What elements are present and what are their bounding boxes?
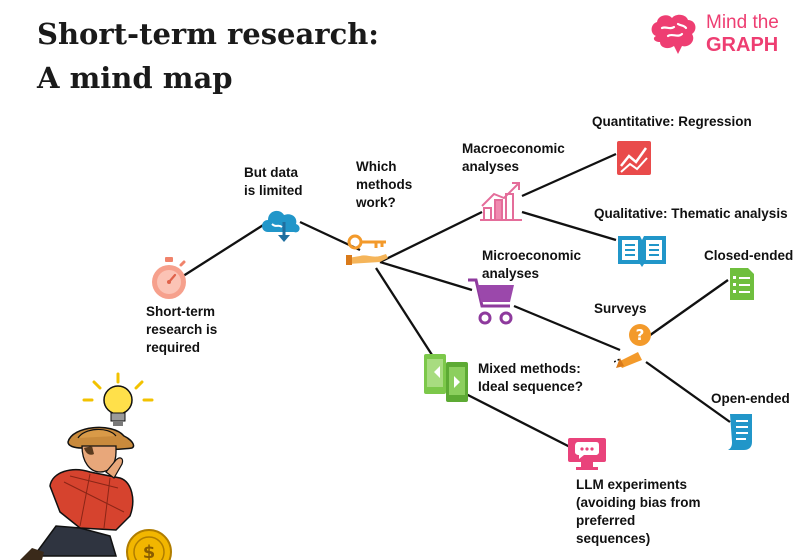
node-llm-experiments: LLM experiments (avoiding bias from pref… <box>576 476 701 548</box>
node-llm-line-3: preferred <box>576 513 636 528</box>
node-data-limited: But data is limited <box>244 164 303 200</box>
node-llm-line-2: (avoiding bias from <box>576 495 701 510</box>
shopping-cart-icon <box>468 278 514 325</box>
node-macro-line-2: analyses <box>462 159 520 174</box>
node-short-term-line-2: research is <box>146 322 218 337</box>
edge-key-macro <box>379 210 483 264</box>
node-open-line-1: Open-ended <box>711 391 790 406</box>
edge-shortterm-data <box>179 221 269 279</box>
node-short-term-research: Short-term research is required <box>146 303 217 357</box>
node-llm-line-4: sequences) <box>576 531 651 546</box>
node-quantitative: Quantitative: Regression <box>592 113 752 131</box>
mobile-exchange-icon <box>424 354 468 402</box>
coin-icon: $ <box>126 529 172 560</box>
node-surveys: Surveys <box>594 300 647 318</box>
node-data-limited-line-2: is limited <box>244 183 303 198</box>
node-mixed-methods: Mixed methods: Ideal sequence? <box>478 360 583 396</box>
title-line-1: Short-term research: <box>37 17 380 51</box>
chat-monitor-icon <box>568 438 606 470</box>
edge-mixed-llm <box>461 390 573 450</box>
question-pen-icon: ? <box>614 324 651 368</box>
node-quantitative-line-1: Quantitative: Regression <box>592 114 752 129</box>
key-hand-icon <box>346 234 388 265</box>
node-short-term-line-3: required <box>146 340 201 355</box>
svg-text:$: $ <box>143 542 156 560</box>
edge-surveys-closed <box>645 279 729 339</box>
title-line-2: A mind map <box>37 61 233 95</box>
brain-logo-icon <box>651 14 696 54</box>
document-icon <box>728 414 752 450</box>
node-microeconomic: Microeconomic analyses <box>482 247 581 283</box>
node-open-ended: Open-ended <box>711 390 790 408</box>
edge-key-micro <box>379 260 473 292</box>
page-title: Short-term research: A mind map <box>37 12 379 100</box>
node-short-term-line-1: Short-term <box>146 304 216 319</box>
node-closed-line-1: Closed-ended <box>704 248 794 263</box>
brand-logo: Mind the GRAPH <box>648 10 798 60</box>
node-llm-line-1: LLM experiments <box>576 477 688 492</box>
node-closed-ended: Closed-ended <box>704 247 793 265</box>
brand-line-2: GRAPH <box>706 34 779 56</box>
node-micro-line-1: Microeconomic <box>482 248 582 263</box>
node-qualitative-line-1: Qualitative: Thematic analysis <box>594 206 788 221</box>
node-which-methods-line-1: Which <box>356 159 397 174</box>
node-micro-line-2: analyses <box>482 266 540 281</box>
node-macroeconomic: Macroeconomic analyses <box>462 140 565 176</box>
node-which-methods-line-2: methods <box>356 177 413 192</box>
stopwatch-icon <box>152 257 186 299</box>
edge-macro-qual <box>521 210 617 242</box>
node-data-limited-line-1: But data <box>244 165 298 180</box>
node-which-methods-line-3: work? <box>356 195 396 210</box>
svg-text:?: ? <box>636 326 645 344</box>
node-surveys-line-1: Surveys <box>594 301 647 316</box>
node-mixed-line-1: Mixed methods: <box>478 361 581 376</box>
edge-surveys-open <box>645 361 731 423</box>
thinking-man-icon <box>20 426 135 560</box>
node-mixed-line-2: Ideal sequence? <box>478 379 584 394</box>
node-qualitative: Qualitative: Thematic analysis <box>594 205 788 223</box>
brand-line-1: Mind the <box>706 12 779 33</box>
cloud-download-icon <box>262 210 300 242</box>
node-which-methods: Which methods work? <box>356 158 412 212</box>
edge-micro-surveys <box>513 304 621 352</box>
bar-chart-icon <box>480 182 522 221</box>
node-macro-line-1: Macroeconomic <box>462 141 565 156</box>
edge-key-mixed <box>375 267 435 359</box>
book-icon <box>618 236 666 267</box>
checklist-icon <box>730 268 754 300</box>
edge-macro-quant <box>521 152 617 198</box>
lightbulb-icon <box>82 372 154 426</box>
line-chart-icon <box>617 141 651 175</box>
